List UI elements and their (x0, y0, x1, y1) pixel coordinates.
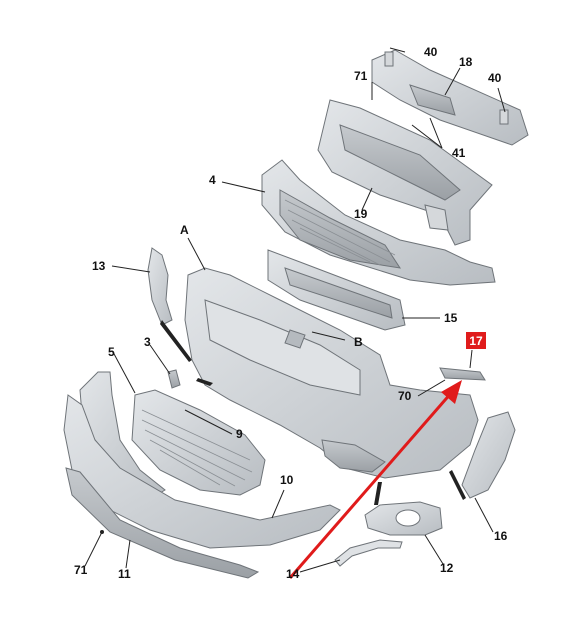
callout-A: A (180, 223, 189, 237)
callout-41: 41 (452, 146, 466, 160)
callout-9: 9 (236, 427, 243, 441)
part-12-fog-bezel (364, 482, 443, 536)
callout-17: 17 (469, 334, 483, 348)
callout-11: 11 (118, 567, 131, 581)
part-9-lower-grille (131, 389, 266, 496)
callout-14: 14 (286, 567, 300, 581)
callout-labels: 40 18 40 71 41 4 19 A 13 15 B 3 5 70 9 1… (74, 45, 508, 581)
highlight-arrow (288, 380, 462, 579)
part-4-upper-grille (261, 159, 496, 286)
callout-3: 3 (144, 335, 151, 349)
callout-10: 10 (280, 473, 294, 487)
part-19-grille-support (317, 99, 493, 246)
leader-lines (84, 47, 506, 573)
callout-12: 12 (440, 561, 454, 575)
part-15-absorber (267, 249, 406, 331)
part-13-left-bracket (147, 247, 192, 362)
callout-5: 5 (108, 345, 115, 359)
callout-13: 13 (92, 259, 106, 273)
part-70-bracket (439, 367, 486, 381)
part-3-clip (167, 369, 181, 389)
part-18-upper-rail (371, 49, 529, 146)
callout-15: 15 (444, 311, 458, 325)
callout-18: 18 (459, 55, 473, 69)
part-A-bumper-cover (184, 267, 479, 479)
callout-70: 70 (398, 389, 412, 403)
callout-40-top: 40 (424, 45, 438, 59)
callout-71-top: 71 (354, 69, 368, 83)
part-11-spoiler (65, 467, 260, 579)
callout-B: B (354, 335, 363, 349)
callout-40-right: 40 (488, 71, 502, 85)
callout-71-bottom: 71 (74, 563, 88, 577)
highlight-callout: 17 (466, 332, 486, 349)
callout-16: 16 (494, 529, 508, 543)
callout-4: 4 (209, 173, 216, 187)
callout-19: 19 (354, 207, 368, 221)
part-16-right-bracket (449, 411, 516, 500)
part-14-chrome-strip (334, 539, 403, 567)
